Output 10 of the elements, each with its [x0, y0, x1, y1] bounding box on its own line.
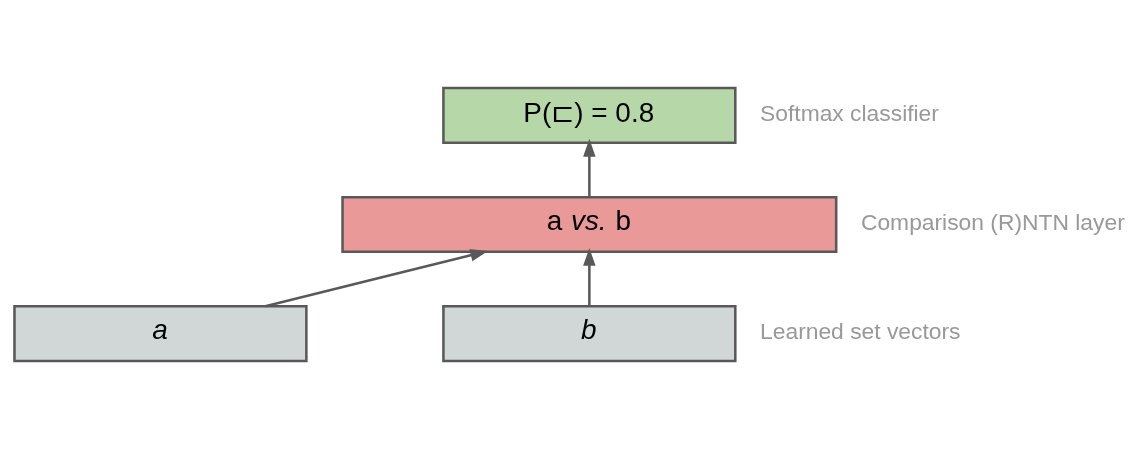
arrow	[583, 138, 596, 197]
node-box: b	[442, 305, 737, 363]
node-box: a	[13, 305, 308, 363]
node-box: a vs. b	[341, 195, 838, 254]
arrow	[265, 249, 489, 308]
arrow	[583, 247, 596, 306]
label: Learned set vectors	[760, 318, 961, 345]
node-label: Softmax classifier	[760, 99, 939, 126]
node-label: Comparison (R)NTN layer	[860, 209, 1125, 236]
node-box: P(⊏) = 0.8	[442, 86, 737, 144]
